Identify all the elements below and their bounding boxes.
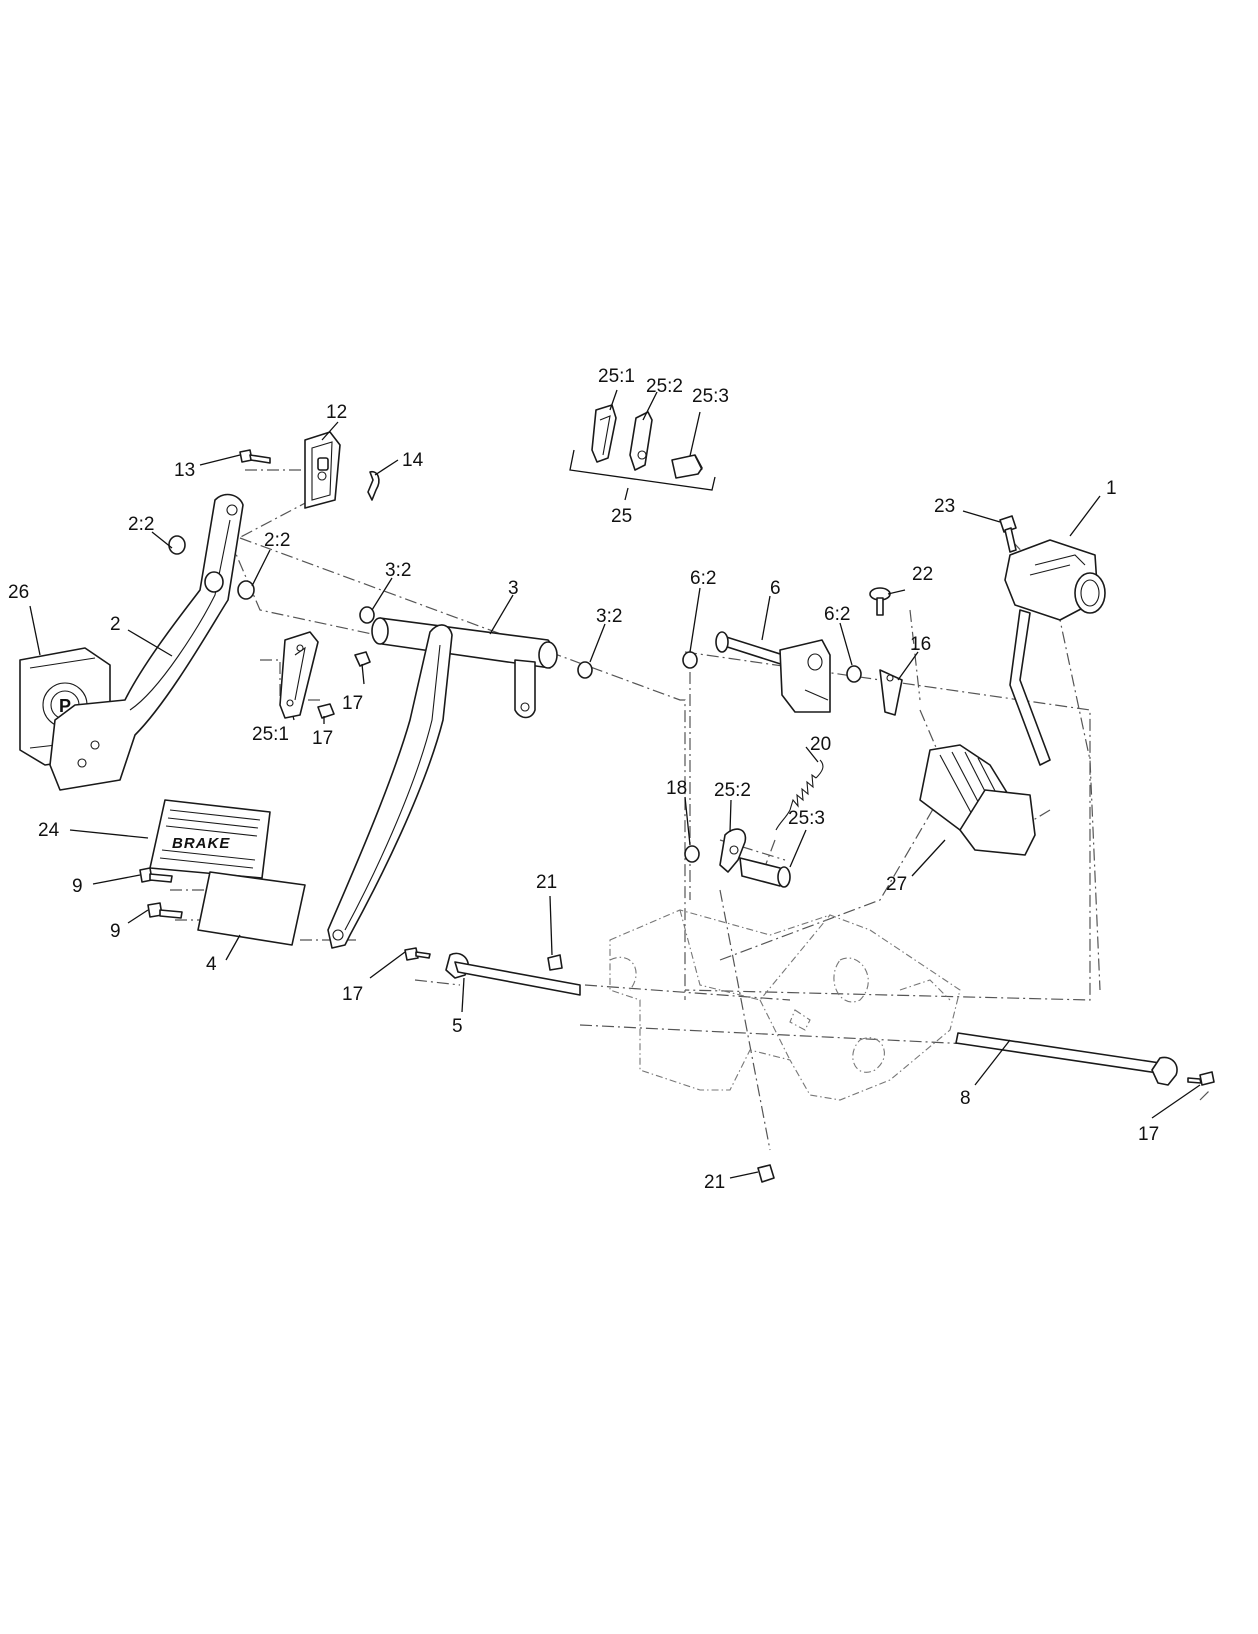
callout-18: 18	[666, 778, 687, 799]
callout-26: 26	[8, 582, 29, 603]
pivot-pin-5	[445, 952, 581, 996]
callout-6-2-right: 6:2	[824, 604, 850, 625]
clevis-pin-22	[869, 587, 891, 616]
pivot-rod-8	[955, 1032, 1178, 1086]
pedal-mount-bracket	[609, 909, 961, 1101]
callout-2-2-left: 2:2	[128, 514, 154, 535]
callout-16: 16	[910, 634, 931, 655]
cam-plate-lower	[279, 631, 371, 719]
callout-17-mid: 17	[312, 728, 333, 749]
callout-labels: 1 2 2:2 2:2 3 3:2 3:2 4 5 6 6:2 6:2 8 9 …	[8, 366, 1159, 1193]
callout-13: 13	[174, 460, 195, 481]
callout-2: 2	[110, 614, 121, 635]
latch-assembly	[239, 431, 380, 509]
cam-assembly-middle	[684, 828, 791, 888]
accelerator-pedal-assembly	[919, 539, 1106, 856]
callout-21-lower: 21	[704, 1172, 725, 1193]
callout-24: 24	[38, 820, 60, 841]
callout-25-2-top: 25:2	[646, 376, 683, 397]
callout-25-1-lower: 25:1	[252, 724, 289, 745]
callout-23: 23	[934, 496, 955, 517]
callout-12: 12	[326, 402, 347, 423]
brake-label: BRAKE	[172, 835, 230, 852]
callout-6: 6	[770, 578, 781, 599]
callout-2-2-right: 2:2	[264, 530, 290, 551]
bushings-2-2	[168, 535, 255, 600]
callout-17-upper: 17	[342, 693, 363, 714]
callout-21-upper: 21	[536, 872, 557, 893]
callout-5: 5	[452, 1016, 463, 1037]
callout-4: 4	[206, 954, 217, 975]
fasteners	[404, 947, 1215, 1183]
callout-25-3-mid: 25:3	[788, 808, 825, 829]
spring-20	[775, 759, 824, 831]
callout-9-lower: 9	[110, 921, 121, 942]
cam-kit-25	[569, 404, 716, 491]
callout-25-1-top: 25:1	[598, 366, 635, 387]
pivot-shaft-6	[682, 631, 903, 716]
callout-27: 27	[886, 874, 907, 895]
brake-pedal-arm	[327, 606, 593, 949]
callout-3: 3	[508, 578, 519, 599]
brake-pedal-pad: BRAKE	[149, 799, 306, 946]
callout-25-3-top: 25:3	[692, 386, 729, 407]
callout-3-2-right: 3:2	[596, 606, 622, 627]
callout-9-upper: 9	[72, 876, 83, 897]
callout-14: 14	[402, 450, 424, 471]
bolts-9	[139, 867, 183, 919]
callout-22: 22	[912, 564, 933, 585]
callout-20: 20	[810, 734, 831, 755]
callout-3-2-left: 3:2	[385, 560, 411, 581]
callout-17-left: 17	[342, 984, 363, 1005]
callout-1: 1	[1106, 478, 1117, 499]
bolt-23	[999, 515, 1017, 553]
callout-25: 25	[611, 506, 632, 527]
leader-lines	[29, 389, 1201, 1179]
callout-17-right: 17	[1138, 1124, 1159, 1145]
callout-6-2-left: 6:2	[690, 568, 716, 589]
callout-25-2-mid: 25:2	[714, 780, 751, 801]
park-pedal-arm	[49, 493, 244, 791]
callout-8: 8	[960, 1088, 971, 1109]
